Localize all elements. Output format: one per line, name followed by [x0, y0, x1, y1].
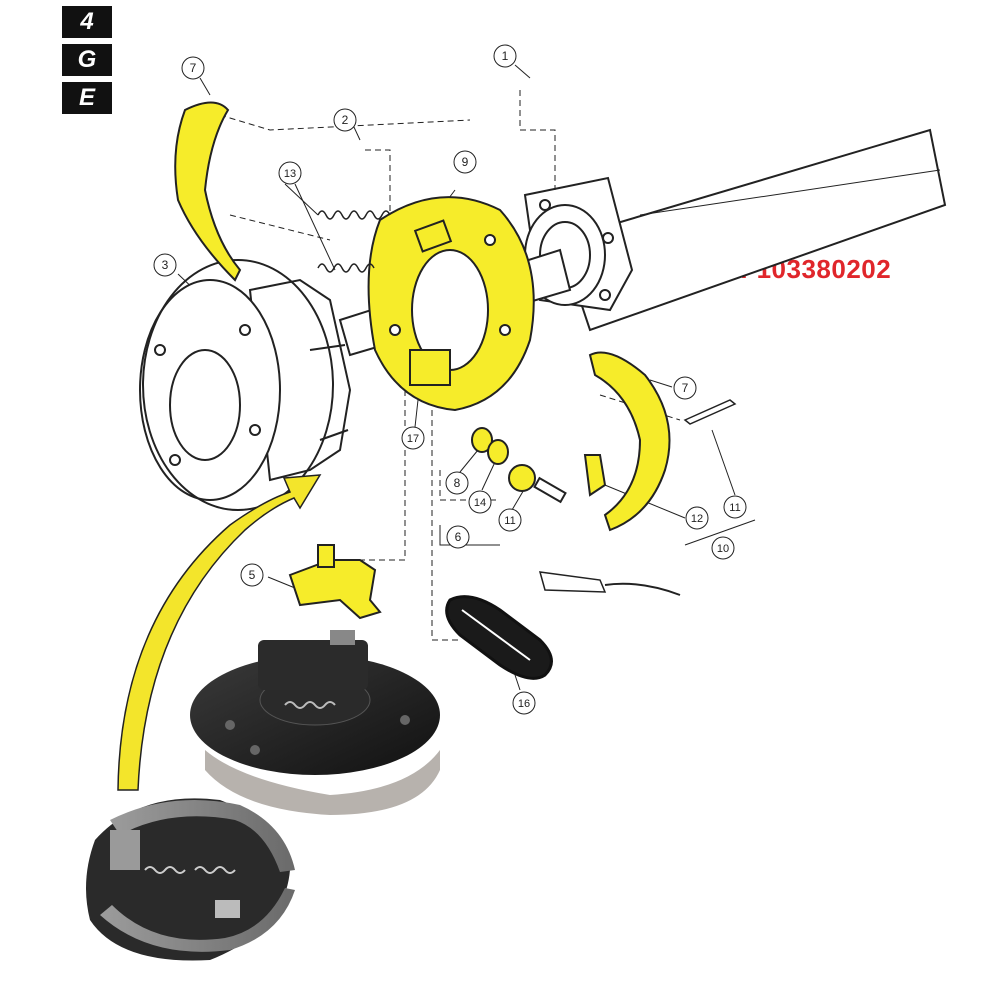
svg-text:11: 11 [504, 515, 515, 527]
callout-9: 9 [453, 150, 477, 174]
photo-shoe-assembly [86, 798, 295, 961]
return-springs [317, 210, 391, 273]
callout-12: 12 [685, 506, 709, 530]
callout-1: 1 [493, 44, 517, 68]
callout-11b: 11 [723, 495, 747, 519]
callout-7a: 7 [181, 56, 205, 80]
svg-text:13: 13 [284, 168, 296, 180]
brand-badge-e: E [62, 82, 112, 114]
svg-text:6: 6 [455, 530, 462, 544]
svg-text:11: 11 [729, 502, 740, 514]
svg-text:7: 7 [190, 61, 197, 75]
callout-10: 10 [711, 536, 735, 560]
brake-shoe-left [174, 101, 242, 282]
rubber-boot [445, 595, 553, 680]
callout-17: 17 [401, 426, 425, 450]
svg-text:12: 12 [691, 513, 703, 525]
callout-6: 6 [446, 525, 470, 549]
svg-text:14: 14 [474, 497, 486, 509]
highlight-arrow [117, 474, 322, 791]
callout-13: 13 [278, 161, 302, 185]
svg-text:7: 7 [682, 381, 689, 395]
adjuster-parts [471, 427, 607, 504]
brand-badge-4: 4 [62, 6, 112, 38]
brake-drum [139, 259, 352, 511]
axle-housing [523, 128, 947, 332]
svg-text:8: 8 [454, 476, 461, 490]
cotter-pin [683, 399, 737, 425]
photo-backing-plate [190, 630, 440, 815]
callout-14: 14 [468, 490, 492, 514]
callout-8: 8 [445, 471, 469, 495]
callout-16: 16 [512, 691, 536, 715]
svg-text:16: 16 [518, 698, 530, 710]
svg-text:1: 1 [502, 49, 509, 63]
backing-plate [367, 196, 535, 412]
svg-text:5: 5 [249, 568, 256, 582]
callout-7b: 7 [673, 376, 697, 400]
svg-text:17: 17 [407, 433, 419, 445]
svg-text:9: 9 [462, 155, 469, 169]
svg-text:2: 2 [342, 113, 349, 127]
svg-text:10: 10 [717, 543, 729, 555]
callout-2: 2 [333, 108, 357, 132]
brake-shoe-right [588, 351, 671, 532]
callout-3: 3 [153, 253, 177, 277]
lever-assembly [288, 544, 382, 620]
callout-11a: 11 [498, 508, 522, 532]
brand-badge-g: G [62, 44, 112, 76]
brake-cable [538, 571, 681, 596]
svg-text:3: 3 [162, 258, 169, 272]
callout-5: 5 [240, 563, 264, 587]
callouts: 1 2 3 5 6 7 7 8 9 10 11 11 11 12 13 14 1… [153, 44, 747, 715]
